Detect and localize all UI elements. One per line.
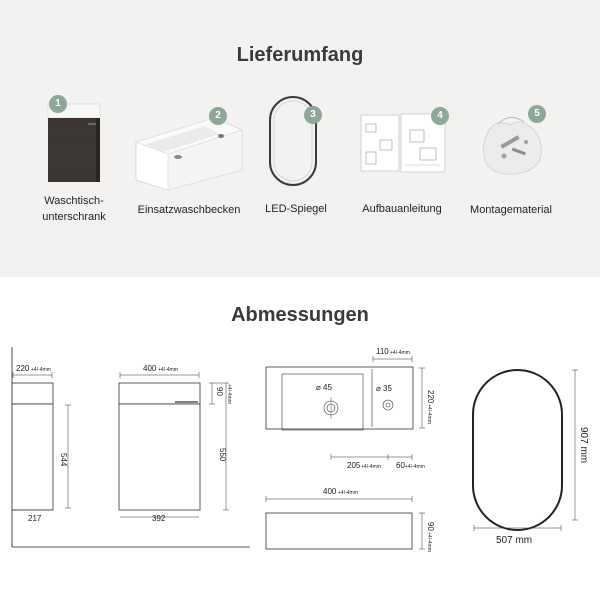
basin-top-drawing	[265, 356, 425, 460]
basin-side-height: 90	[426, 522, 435, 531]
item-5-badge: 5	[528, 105, 546, 123]
basin-tap-offset: 60	[396, 461, 405, 470]
basin-drain-offset-tol: +4/-4mm	[361, 464, 381, 470]
item-2-badge: 2	[209, 107, 227, 125]
item-4-badge: 4	[431, 107, 449, 125]
dimensions-title: Abmessungen	[231, 304, 369, 326]
item-3-label: LED-Spiegel	[265, 203, 327, 215]
basin-depth-tol: +4/-4mm	[426, 404, 432, 424]
basin-drain-diameter: ⌀ 45	[316, 383, 332, 392]
side-depth-bottom: 217	[28, 514, 42, 523]
mirror-width: 507 mm	[496, 535, 532, 546]
basin-side-width-tol: +4/-4mm	[338, 490, 358, 496]
cabinet-front-drawing	[118, 372, 229, 518]
basin-right-width-tol: +4/-4mm	[390, 350, 410, 356]
basin-right-width: 110	[376, 347, 389, 356]
side-depth-top-tol: +4/-4mm	[31, 367, 51, 373]
cabinet-icon	[47, 103, 101, 182]
basin-icon	[134, 117, 244, 191]
basin-side-height-tol: +4/-4mm	[426, 532, 432, 552]
cabinet-side-drawing	[11, 347, 250, 548]
delivery-illustrations	[47, 96, 542, 191]
mirror-height: 907 mm	[578, 427, 589, 463]
basin-tap-diameter: ⌀ 35	[376, 384, 392, 393]
manual-icon	[360, 113, 446, 173]
basin-depth: 220	[426, 390, 435, 404]
front-top-height-tol: +4/-4mm	[226, 384, 232, 404]
front-width-top: 400	[143, 364, 157, 373]
basin-side-drawing	[265, 496, 425, 550]
item-2-label: Einsatzwaschbecken	[137, 204, 241, 216]
front-top-height: 90	[215, 387, 224, 396]
basin-side-width: 400	[323, 487, 337, 496]
delivery-title: Lieferumfang	[236, 44, 364, 66]
side-height: 544	[59, 453, 68, 467]
front-width-top-tol: +4/-4mm	[158, 367, 178, 373]
front-height: 550	[218, 448, 227, 462]
item-4-label: Aufbauanleitung	[362, 203, 442, 215]
item-1-label: Waschtisch- unterschrank	[42, 195, 106, 223]
item-5-label: Montagematerial	[470, 204, 552, 216]
basin-tap-offset-tol: +4/-4mm	[405, 464, 425, 470]
dimension-drawings: 220 +4/-4mm 544 217 400 +4/-4mm 90 +4/-4…	[11, 347, 589, 552]
delivery-section: Lieferumfang	[0, 0, 600, 277]
mirror-drawing	[472, 369, 578, 531]
item-3-badge: 3	[304, 106, 322, 124]
dimensions-section: Abmessungen 220 +4/-4mm 544 217	[0, 277, 600, 600]
hardware-bag-icon	[483, 117, 542, 175]
item-1-badge: 1	[49, 95, 67, 113]
basin-drain-offset: 205	[347, 461, 361, 470]
side-depth-top: 220	[16, 364, 30, 373]
front-width-bottom: 392	[152, 514, 166, 523]
